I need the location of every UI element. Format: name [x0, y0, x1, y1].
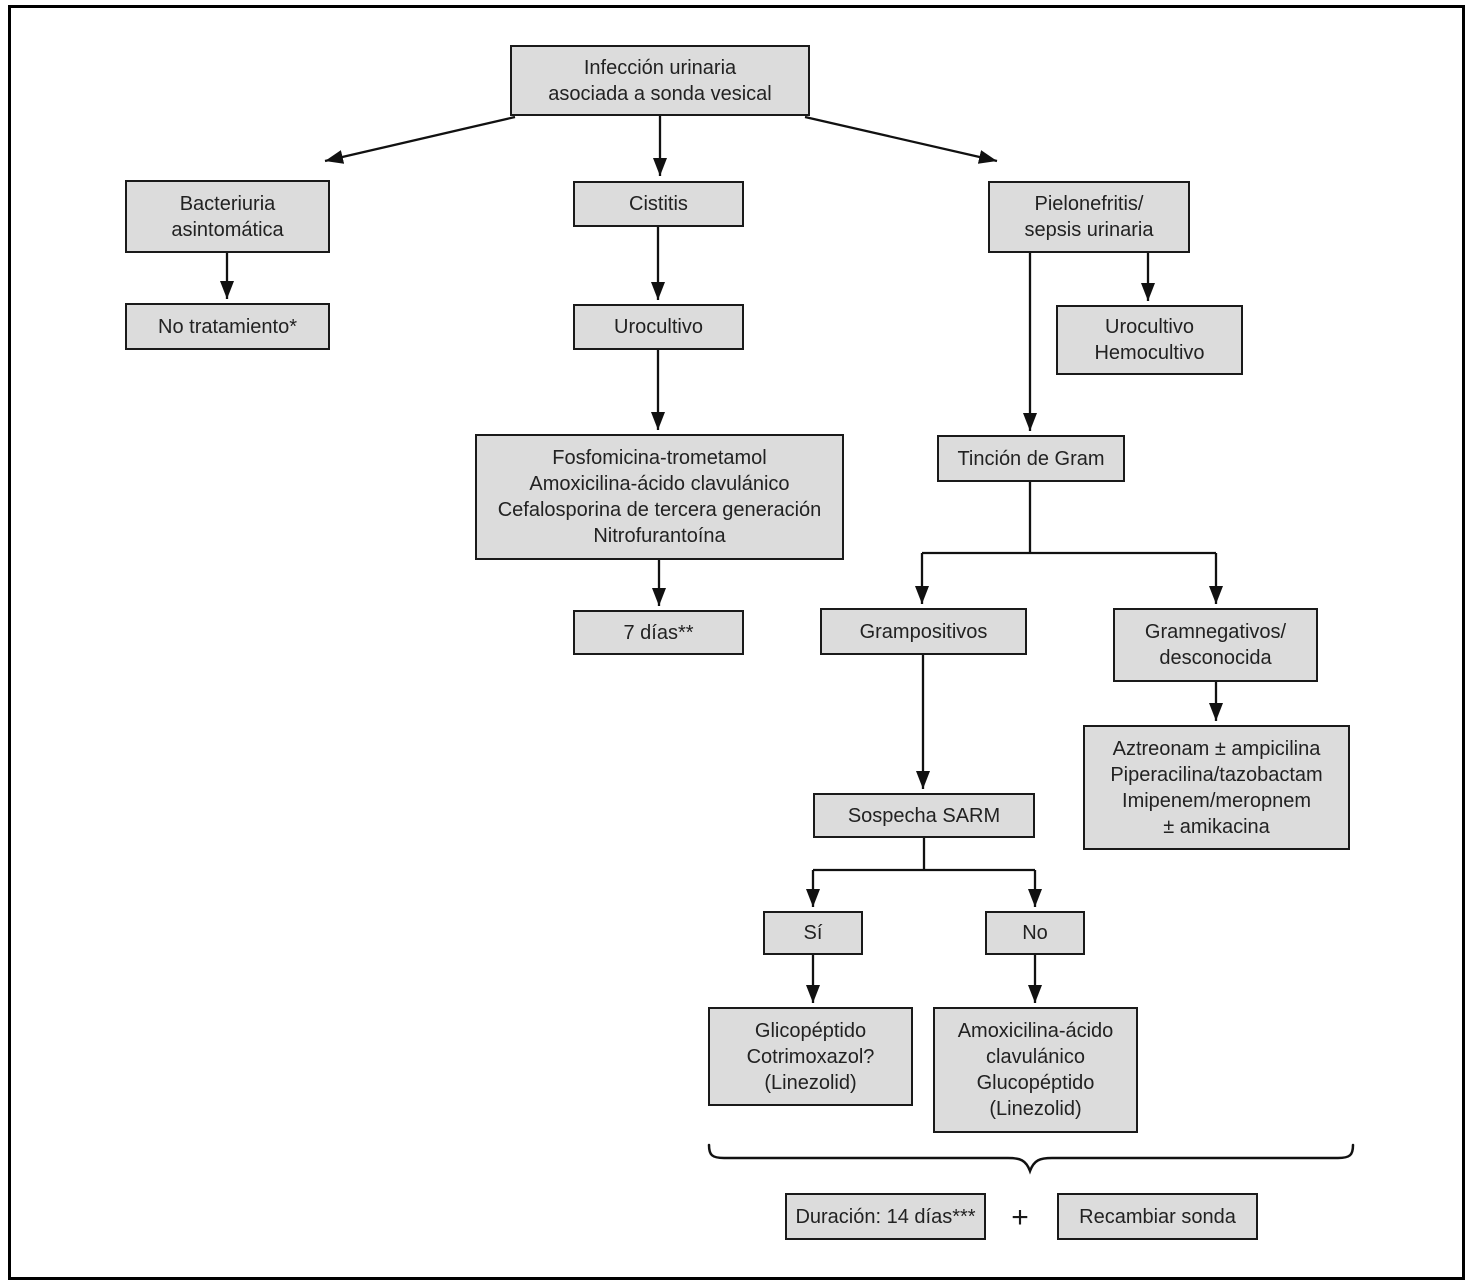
edge-root-pielonefritis [804, 115, 998, 164]
node-gramnegativos-desconocida: Gramnegativos/ desconocida [1113, 608, 1318, 682]
node-tratamiento-sarm-no: Amoxicilina-ácido clavulánico Glucopépti… [933, 1007, 1138, 1133]
node-urocultivo-hemocultivo: Urocultivo Hemocultivo [1056, 305, 1243, 375]
node-cistitis: Cistitis [573, 181, 744, 227]
grouping-brace [707, 1143, 1355, 1175]
plus-sign: + [1011, 1201, 1029, 1234]
node-tratamiento-gramnegativos: Aztreonam ± ampicilina Piperacilina/tazo… [1083, 725, 1350, 850]
node-tratamiento-sarm-si: Glicopéptido Cotrimoxazol? (Linezolid) [708, 1007, 913, 1106]
node-duracion-14-dias: Duración: 14 días*** [785, 1193, 986, 1240]
node-no-tratamiento: No tratamiento* [125, 303, 330, 350]
node-infeccion-urinaria: Infección urinaria asociada a sonda vesi… [510, 45, 810, 116]
node-tratamiento-cistitis: Fosfomicina-trometamol Amoxicilina-ácido… [475, 434, 844, 560]
node-pielonefritis-sepsis: Pielonefritis/ sepsis urinaria [988, 181, 1190, 253]
node-bacteriuria-asintomatica: Bacteriuria asintomática [125, 180, 330, 253]
edge-root-bacteriuria [324, 115, 516, 164]
node-grampositivos: Grampositivos [820, 608, 1027, 655]
node-sarm-si: Sí [763, 911, 863, 955]
node-7-dias: 7 días** [573, 610, 744, 655]
node-sarm-no: No [985, 911, 1085, 955]
node-tincion-de-gram: Tinción de Gram [937, 435, 1125, 482]
node-urocultivo: Urocultivo [573, 304, 744, 350]
node-sospecha-sarm: Sospecha SARM [813, 793, 1035, 838]
node-recambiar-sonda: Recambiar sonda [1057, 1193, 1258, 1240]
